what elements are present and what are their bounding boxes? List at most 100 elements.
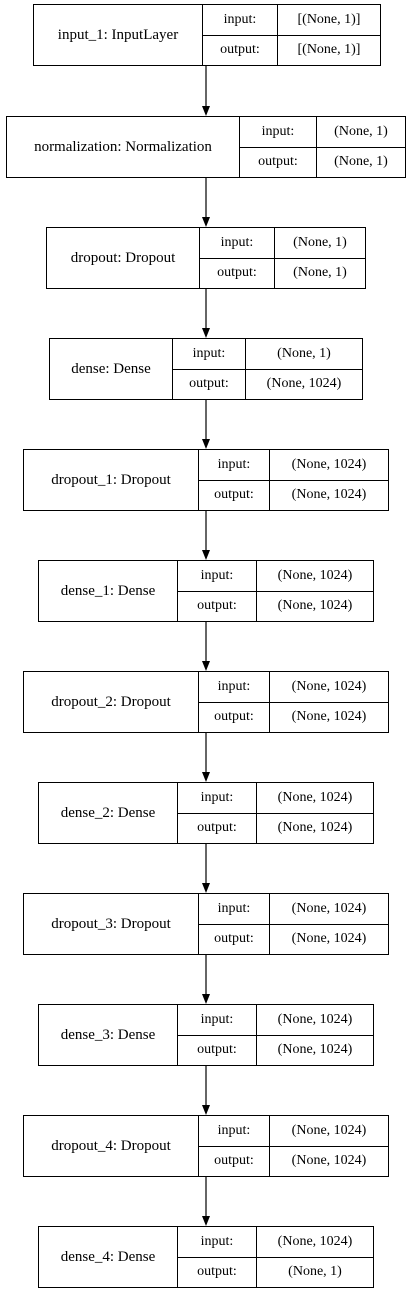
layer-name: dropout_1: Dropout	[24, 450, 199, 510]
layer-shapes: (None, 1024)(None, 1)	[257, 1227, 373, 1287]
arrow-head-icon	[202, 217, 210, 227]
output-label: output:	[214, 1153, 254, 1169]
layer-shapes: (None, 1024)(None, 1024)	[270, 1116, 388, 1176]
output-shape: (None, 1024)	[291, 709, 367, 725]
output-shape: (None, 1024)	[277, 1042, 353, 1058]
input-shape: (None, 1024)	[257, 1005, 373, 1036]
input-shape: (None, 1024)	[257, 561, 373, 592]
layer-name: dropout_3: Dropout	[24, 894, 199, 954]
input-shape: (None, 1024)	[270, 894, 388, 925]
arrow-head-icon	[202, 883, 210, 893]
layer-name: dense_2: Dense	[39, 783, 178, 843]
layer-port-labels: input: output:	[199, 672, 270, 732]
layer-port-labels: input:output:	[203, 5, 278, 65]
input-shape: (None, 1)	[246, 339, 362, 370]
arrow-head-icon	[202, 106, 210, 116]
layer-port-labels: input: output:	[178, 783, 257, 843]
layer-port-labels: input: output:	[200, 228, 275, 288]
arrow-head-icon	[202, 661, 210, 671]
arrow-head-icon	[202, 1216, 210, 1226]
input-shape: (None, 1024)	[257, 783, 373, 814]
input-label: input:	[199, 672, 269, 703]
output-shape: (None, 1024)	[277, 820, 353, 836]
arrow-head-icon	[202, 1105, 210, 1115]
layer-name: dense: Dense	[50, 339, 173, 399]
output-shape: [(None, 1)]	[297, 42, 361, 58]
layer-name: input_1: InputLayer	[34, 5, 203, 65]
input-label: input:	[199, 894, 269, 925]
output-shape: (None, 1024)	[277, 598, 353, 614]
layer-port-labels: input: output:	[173, 339, 246, 399]
arrow-head-icon	[202, 994, 210, 1004]
layer-name: dropout: Dropout	[47, 228, 200, 288]
output-label: output:	[197, 1264, 237, 1280]
layer-name: dense_1: Dense	[39, 561, 178, 621]
input-shape: [(None, 1)]	[278, 5, 380, 36]
input-label: input:	[240, 117, 316, 148]
input-shape: (None, 1)	[317, 117, 405, 148]
input-label: input:	[178, 561, 256, 592]
input-shape: (None, 1)	[275, 228, 365, 259]
output-shape: (None, 1)	[293, 265, 347, 281]
output-label: output:	[214, 709, 254, 725]
input-label: input:	[173, 339, 245, 370]
layer-name: dropout_2: Dropout	[24, 672, 199, 732]
layer-port-labels: input: output:	[178, 1227, 257, 1287]
layer-port-labels: input: output:	[178, 561, 257, 621]
layer-port-labels: input: output:	[199, 1116, 270, 1176]
input-shape: (None, 1024)	[270, 450, 388, 481]
output-shape: (None, 1)	[334, 154, 388, 170]
layer-shapes: (None, 1) (None, 1)	[317, 117, 405, 177]
layer-port-labels: input: output:	[199, 894, 270, 954]
layer-shapes: [(None, 1)] [(None, 1)]	[278, 5, 380, 65]
input-shape: (None, 1024)	[270, 672, 388, 703]
layer-port-labels: input: output:	[178, 1005, 257, 1065]
arrow-head-icon	[202, 772, 210, 782]
layer-shapes: (None, 1) (None, 1024)	[246, 339, 362, 399]
output-label: output:	[189, 376, 229, 392]
output-label: output:	[258, 154, 298, 170]
layer-shapes: (None, 1024) (None, 1024)	[257, 783, 373, 843]
layer-port-labels: input:output:	[199, 450, 270, 510]
layer-shapes: (None, 1024) (None, 1024)	[270, 672, 388, 732]
arrow-head-icon	[202, 328, 210, 338]
layer-name: dense_4: Dense	[39, 1227, 178, 1287]
layer-shapes: (None, 1024)(None, 1024)	[270, 450, 388, 510]
layer-shapes: (None, 1) (None, 1)	[275, 228, 365, 288]
input-label: input:	[199, 1116, 269, 1147]
input-label: input:	[178, 1227, 256, 1258]
output-label: output:	[197, 820, 237, 836]
layer-shapes: (None, 1024) (None, 1024)	[257, 561, 373, 621]
input-label: input:	[200, 228, 274, 259]
input-label: input:	[178, 1005, 256, 1036]
input-label: input:	[203, 5, 277, 36]
arrow-head-icon	[202, 439, 210, 449]
input-label: input:	[178, 783, 256, 814]
layer-shapes: (None, 1024)(None, 1024)	[270, 894, 388, 954]
output-label: output:	[217, 265, 257, 281]
output-label: output:	[214, 931, 254, 947]
output-shape: (None, 1024)	[266, 376, 342, 392]
output-label: output:	[214, 487, 254, 503]
arrow-head-icon	[202, 550, 210, 560]
layer-port-labels: input: output:	[240, 117, 317, 177]
input-shape: (None, 1024)	[270, 1116, 388, 1147]
output-label: output:	[197, 598, 237, 614]
output-label: output:	[197, 1042, 237, 1058]
layer-name: normalization: Normalization	[7, 117, 240, 177]
output-shape: (None, 1)	[288, 1264, 342, 1280]
